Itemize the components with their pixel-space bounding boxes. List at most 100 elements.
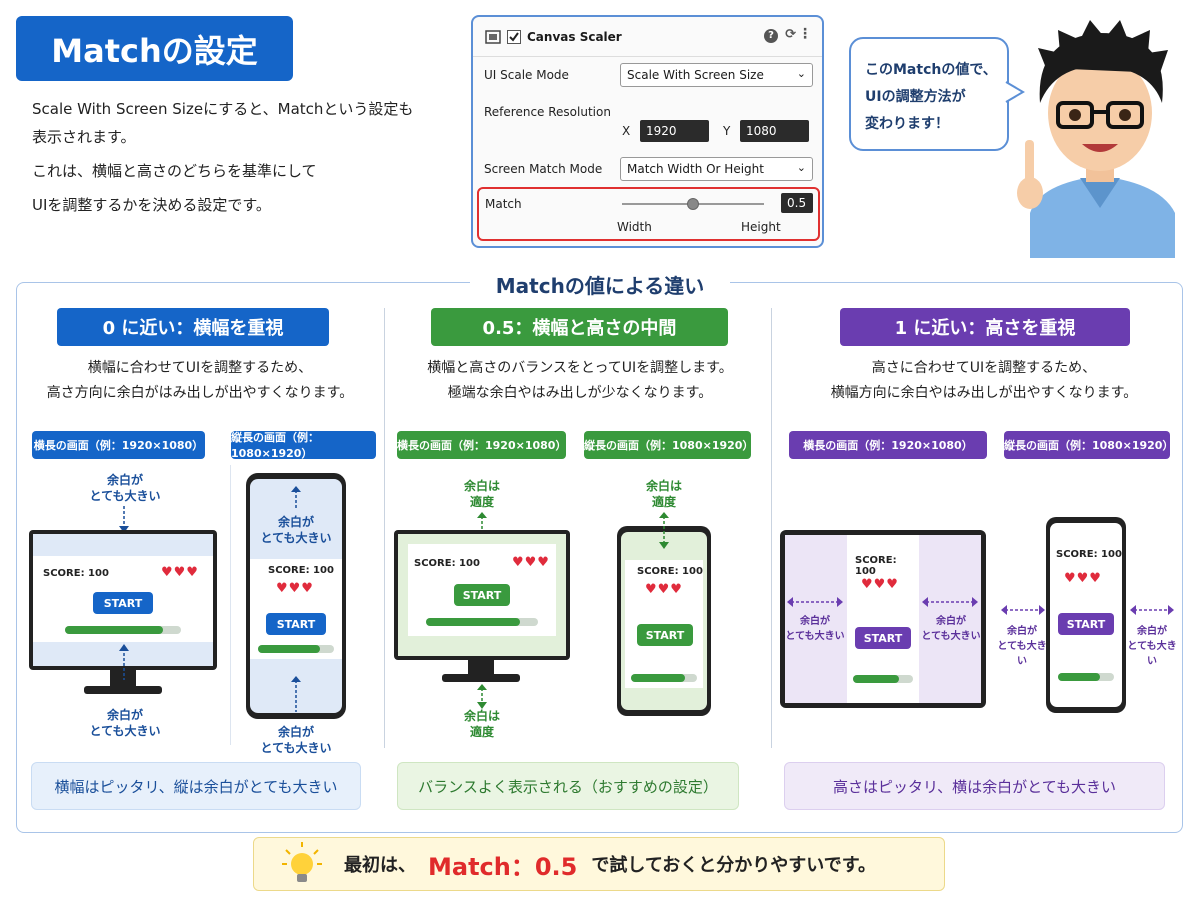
lightbulb-icon xyxy=(282,842,322,882)
start-button[interactable]: START xyxy=(266,613,326,635)
tip-text-after: で試しておくと分かりやすいです。 xyxy=(591,855,876,876)
column-divider xyxy=(384,308,385,748)
column-caption: 高さはピッタリ、横は余白がとても大きい xyxy=(784,762,1165,810)
phone-portrait: SCORE: 100 ♥♥♥ START xyxy=(617,526,711,716)
intro-line: Scale With Screen Sizeにすると、Matchという設定も xyxy=(32,100,414,118)
score-text: SCORE: 100 xyxy=(268,565,334,576)
inspector-header: Canvas Scaler ? ⟳ ⋮ xyxy=(473,17,822,57)
margin-note: 余白は 適度 xyxy=(463,709,500,739)
game-area: SCORE: 100 ♥♥♥ START xyxy=(408,544,556,636)
score-text: SCORE: 100 xyxy=(414,558,480,569)
chevron-down-icon: ⌄ xyxy=(796,67,806,80)
column-desc: 高さに合わせてUIを調整するため、 横幅方向に余白やはみ出しが出やすくなります。 xyxy=(790,356,1178,406)
canvas-scaler-inspector: Canvas Scaler ? ⟳ ⋮ UI Scale Mode Scale … xyxy=(471,15,824,248)
match-highlight: Match 0.5 Width Height xyxy=(477,187,820,241)
hearts-icon: ♥♥♥ xyxy=(512,555,550,570)
margin-note: 余白が とても大きい xyxy=(785,616,845,642)
speech-line: このMatchの値で、 xyxy=(865,62,997,78)
monitor-screen: SCORE: 100 ♥♥♥ START xyxy=(785,535,981,703)
monitor-stand xyxy=(110,670,136,688)
margin-note: 余白が とても大きい xyxy=(921,616,981,642)
intro-line: これは、横幅と高さのどちらを基準にして xyxy=(32,162,317,180)
character-illustration xyxy=(1017,20,1175,258)
arrow-horizontal-icon xyxy=(1130,605,1174,615)
arrow-horizontal-icon xyxy=(787,597,843,607)
width-label: Width xyxy=(617,220,652,234)
column-desc: 横幅に合わせてUIを調整するため、 高さ方向に余白がはみ出しが出やすくなります。 xyxy=(20,356,380,406)
game-area: SCORE: 100 ♥♥♥ START xyxy=(847,535,919,703)
monitor-screen: SCORE: 100 ♥♥♥ START xyxy=(398,534,566,656)
portrait-label: 縦長の画面（例：1080×1920） xyxy=(584,431,753,459)
reference-resolution-label: Reference Resolution xyxy=(484,105,611,119)
score-text: SCORE: 100 xyxy=(637,566,703,577)
progress-bar-fill xyxy=(258,645,320,653)
start-button[interactable]: START xyxy=(1058,613,1114,635)
speech-line: 変わります！ xyxy=(865,116,949,132)
score-text: SCORE: 100 xyxy=(43,568,109,579)
arrow-up-icon xyxy=(119,644,129,680)
margin-note: 余白が とても大きい xyxy=(997,626,1047,667)
more-options-icon[interactable]: ⋮ xyxy=(798,26,812,42)
arrow-vertical-icon xyxy=(659,512,669,549)
enabled-checkbox[interactable] xyxy=(507,29,521,44)
y-input[interactable]: 1080 xyxy=(740,120,809,142)
component-title: Canvas Scaler xyxy=(527,29,622,44)
column-divider xyxy=(771,308,772,748)
tip-highlight: Match：0.5 xyxy=(428,852,578,881)
game-area: SCORE: 100 ♥♥♥ START xyxy=(33,556,213,642)
start-button[interactable]: START xyxy=(454,584,510,606)
margin-note: 余白が とても大きい xyxy=(260,725,332,755)
margin-note: 余白が とても大きい xyxy=(1127,626,1177,667)
screen-match-mode-dropdown[interactable]: Match Width Or Height ⌄ xyxy=(620,157,813,181)
column-caption: 横幅はピッタリ、縦は余白がとても大きい xyxy=(31,762,361,810)
start-button[interactable]: START xyxy=(93,592,153,614)
x-input[interactable]: 1920 xyxy=(640,120,709,142)
progress-bar-fill xyxy=(1058,673,1100,681)
margin-note: 余白が とても大きい xyxy=(260,515,332,545)
score-text: SCORE: 100 xyxy=(1056,549,1122,560)
screen-match-mode-value: Match Width Or Height xyxy=(627,162,764,176)
section-title: Matchの値による違い xyxy=(470,270,730,300)
tip-text-before: 最初は、 xyxy=(344,855,416,876)
score-text: SCORE: 100 xyxy=(855,555,897,577)
desc-line: 横幅と高さのバランスをとってUIを調整します。 xyxy=(427,360,733,376)
desc-line: 高さに合わせてUIを調整するため、 xyxy=(871,360,1097,376)
match-input[interactable]: 0.5 xyxy=(781,193,813,213)
monitor-landscape: SCORE: 100 ♥♥♥ START xyxy=(780,530,986,708)
ui-scale-mode-dropdown[interactable]: Scale With Screen Size ⌄ xyxy=(620,63,813,87)
phone-portrait: SCORE: 100 ♥♥♥ START xyxy=(246,473,346,719)
desc-line: 高さ方向に余白がはみ出しが出やすくなります。 xyxy=(46,385,354,401)
start-button[interactable]: START xyxy=(855,627,911,649)
match-slider-handle[interactable] xyxy=(687,198,699,210)
tip-banner: 最初は、 Match：0.5 で試しておくと分かりやすいです。 xyxy=(253,837,945,891)
page-title: Matchの設定 xyxy=(16,16,293,81)
monitor-screen: SCORE: 100 ♥♥♥ START xyxy=(33,534,213,666)
preset-icon[interactable]: ⟳ xyxy=(785,27,796,42)
sub-divider xyxy=(230,465,231,745)
game-area: SCORE: 100 ♥♥♥ START xyxy=(625,560,703,688)
margin-note: 余白は 適度 xyxy=(463,479,500,509)
hearts-icon: ♥♥♥ xyxy=(161,565,199,580)
margin-note: 余白が とても大きい xyxy=(89,473,161,503)
column-badge-height: 1 に近い：高さを重視 xyxy=(840,308,1130,346)
desc-line: 横幅に合わせてUIを調整するため、 xyxy=(87,360,313,376)
speech-line: UIの調整方法が xyxy=(865,89,966,105)
ui-scale-mode-label: UI Scale Mode xyxy=(484,68,569,82)
progress-bar-fill xyxy=(853,675,899,683)
start-button[interactable]: START xyxy=(637,624,693,646)
margin-note: 余白が とても大きい xyxy=(89,708,161,738)
monitor-base xyxy=(442,674,520,682)
arrow-vertical-icon xyxy=(477,684,487,709)
progress-bar-fill xyxy=(426,618,520,626)
game-area: SCORE: 100 ♥♥♥ START xyxy=(1050,523,1122,707)
help-icon[interactable]: ? xyxy=(764,29,778,43)
landscape-label: 横長の画面（例：1920×1080） xyxy=(32,431,205,459)
hearts-icon: ♥♥♥ xyxy=(645,582,683,597)
landscape-label: 横長の画面（例：1920×1080） xyxy=(397,431,566,459)
portrait-label: 縦長の画面（例：1080×1920） xyxy=(1004,431,1173,459)
ui-scale-mode-value: Scale With Screen Size xyxy=(627,68,764,82)
arrow-down-icon xyxy=(119,506,129,533)
desc-line: 横幅方向に余白やはみ出しが出やすくなります。 xyxy=(830,385,1138,401)
intro-line: 表示されます。 xyxy=(32,128,136,146)
phone-screen: SCORE: 100 ♥♥♥ START xyxy=(250,479,342,713)
